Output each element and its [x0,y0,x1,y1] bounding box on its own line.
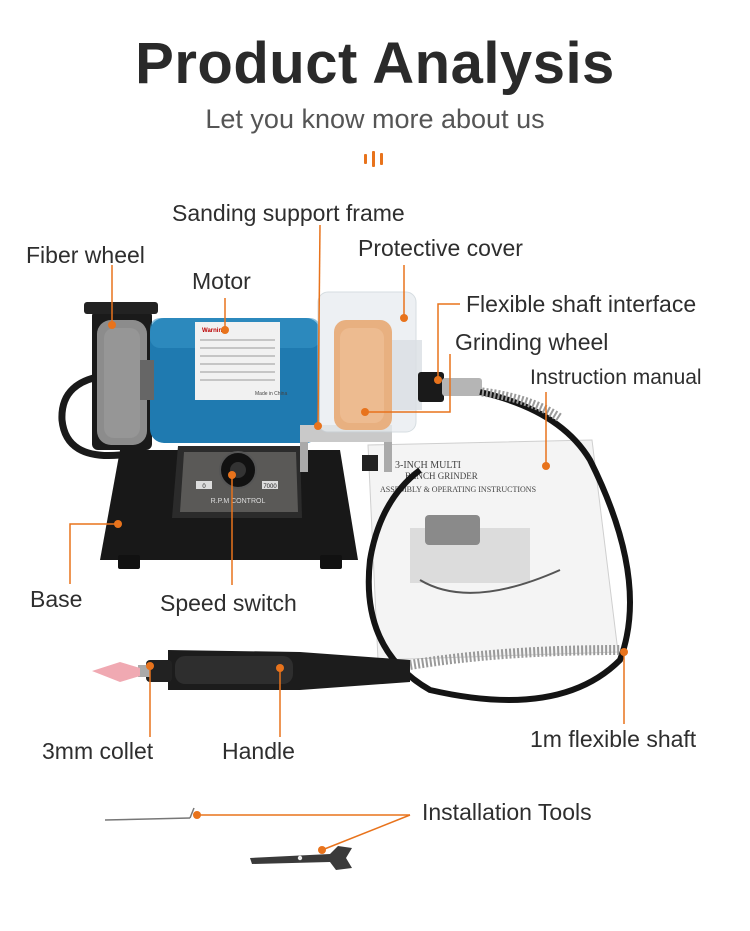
page-title: Product Analysis [135,31,615,96]
base-body: 0 7000 R.P.M CONTROL [100,446,358,569]
label-speed-switch: Speed switch [160,590,297,616]
leader-base [69,523,118,584]
motor-body: Warning Made in China [140,318,320,443]
label-protective-cover: Protective cover [358,235,523,261]
grinding-wheel-assembly [317,291,422,433]
callout-lines [69,224,625,851]
label-grinding-wheel: Grinding wheel [455,329,609,355]
leader-sanding-support-frame [317,224,321,427]
accent-mark [364,151,388,167]
label-motor: Motor [192,268,251,294]
flexible-shaft-spring-top [481,387,563,422]
dial-min: 0 [202,484,206,490]
page-subtitle: Let you know more about us [205,104,545,134]
manual-heading-2: BENCH GRINDER [405,471,478,481]
flexible-shaft-cable [365,389,633,703]
label-sanding-support-frame: Sanding support frame [172,200,405,226]
rpm-control-print: R.P.M CONTROL [211,498,266,505]
installation-tools [104,807,352,870]
warning-print: Warning [202,328,226,334]
leader-grinding-wheel [365,354,451,413]
instruction-manual-sheet: 3-INCH MULTI BENCH GRINDER ASSEMBLY & OP… [367,439,619,661]
label-instruction-manual: Instruction manual [530,366,702,389]
label-flexible-shaft: 1m flexible shaft [530,726,697,752]
label-handle: Handle [222,738,295,764]
label-collet: 3mm collet [42,738,154,764]
fiber-wheel-assembly [84,302,158,450]
callout-dots [108,314,628,854]
manual-heading-3: ASSEMBLY & OPERATING INSTRUCTIONS [380,485,536,494]
manual-heading-1: 3-INCH MULTI [395,460,461,471]
label-fiber-wheel: Fiber wheel [26,242,145,268]
leader-flexible-shaft-interface [437,303,460,380]
dial-max: 7000 [263,484,277,490]
handpiece [92,650,410,690]
label-base: Base [30,586,83,612]
power-cord [58,371,121,460]
label-installation-tools: Installation Tools [422,799,592,825]
made-in-print: Made in China [255,391,287,397]
leader-tools-2 [321,814,411,851]
label-flexible-shaft-interface: Flexible shaft interface [466,291,697,317]
